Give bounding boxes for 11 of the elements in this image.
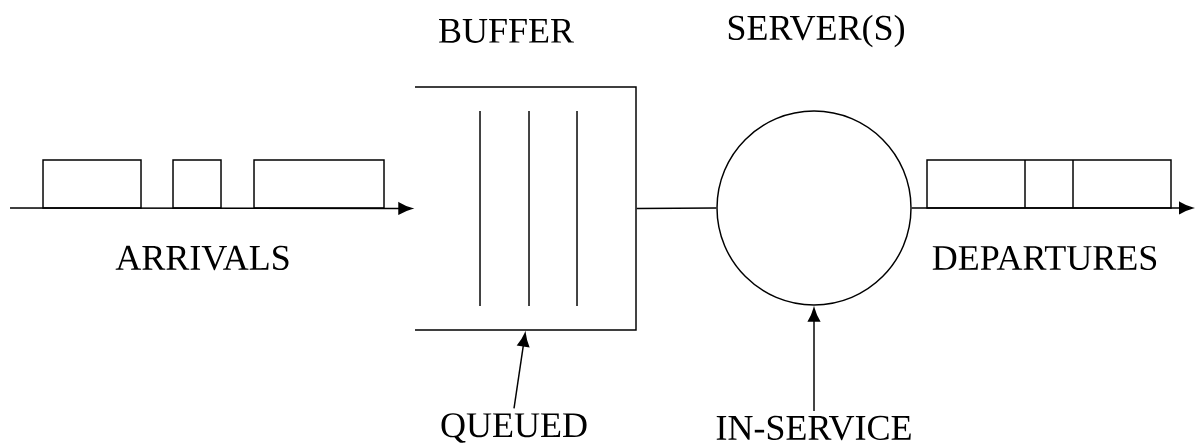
edge-label: ARRIVALS (114, 244, 293, 272)
arrow (911, 201, 1193, 215)
arrow (9, 202, 413, 215)
node-label: IN-SERVICE (716, 415, 911, 441)
node-heading: BUFFER (439, 19, 574, 43)
arrow (807, 307, 821, 412)
node-label: QUEUED (441, 413, 587, 443)
connector-line (636, 207, 717, 210)
arrow (513, 332, 530, 410)
node-heading: SERVER(S) (728, 14, 904, 48)
edge-label: DEPARTURES (930, 244, 1160, 272)
